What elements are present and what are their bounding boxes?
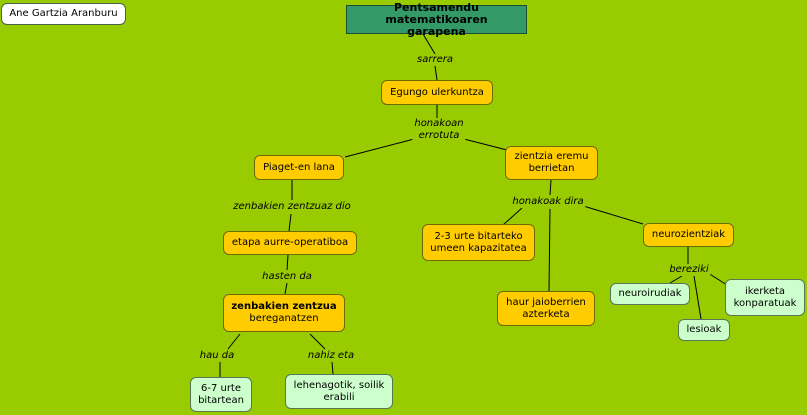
node-label-2: umeen kapazitatea (430, 242, 527, 254)
node-label-1: lehenagotik, soilik (293, 379, 385, 391)
title-line-1: Pentsamendu matematikoaren (385, 0, 488, 26)
node-zientzia-eremu[interactable]: zientzia eremu berrietan (505, 146, 598, 180)
node-label-2: azterketa (522, 308, 570, 320)
node-label-2: erabili (323, 391, 355, 403)
link-honakoak-dira: honakoak dira (510, 196, 586, 208)
node-piaget-en-lana[interactable]: Piaget-en lana (254, 155, 344, 180)
node-label-2: konparatuak (733, 297, 797, 309)
node-label: neurozientziak (651, 229, 726, 240)
node-lesioak[interactable]: lesioak (678, 319, 730, 341)
node-label-2: berrietan (528, 163, 575, 174)
link-hau-da: hau da (197, 350, 237, 362)
node-egungo-ulerkuntza[interactable]: Egungo ulerkuntza (381, 80, 493, 105)
node-neuroirudiak[interactable]: neuroirudiak (610, 283, 690, 305)
node-label: neuroirudiak (618, 288, 682, 299)
node-2-3-urte[interactable]: 2-3 urte bitarteko umeen kapazitatea (422, 224, 535, 261)
link-nahiz-eta: nahiz eta (305, 350, 357, 362)
title-line-2: garapena (407, 24, 466, 38)
node-6-7-urte[interactable]: 6-7 urte bitartean (190, 377, 252, 412)
link-bereziki: bereziki (667, 264, 711, 276)
node-etapa-aurre-operatiboa[interactable]: etapa aurre-operatiboa (223, 231, 357, 255)
link-sarrera: sarrera (415, 54, 455, 66)
link-hasten-da: hasten da (260, 271, 314, 283)
node-label-1: zientzia eremu (514, 151, 589, 162)
node-lehenagotik[interactable]: lehenagotik, soilik erabili (285, 374, 393, 409)
node-ikerketa-konparatuak[interactable]: ikerketa konparatuak (725, 279, 805, 316)
author-box: Ane Gartzia Aranburu (1, 3, 126, 25)
node-label-2: bitartean (198, 394, 244, 406)
author-name: Ane Gartzia Aranburu (9, 8, 118, 19)
node-label-1: haur jaioberrien (506, 296, 586, 308)
title-node[interactable]: Pentsamendu matematikoaren garapena (346, 0, 527, 37)
node-label-1: ikerketa (744, 285, 786, 297)
node-label-2: bereganatzen (249, 313, 319, 324)
node-neurozientziak[interactable]: neurozientziak (643, 223, 734, 247)
node-label: Egungo ulerkuntza (390, 86, 484, 98)
node-label: Piaget-en lana (263, 161, 335, 173)
link-zenbakien-zentzuaz-dio: zenbakien zentzuaz dio (231, 201, 353, 213)
node-label-1: 6-7 urte (200, 382, 242, 394)
node-zenbakien-zentzua[interactable]: zenbakien zentzua bereganatzen (223, 294, 345, 332)
node-label-1: zenbakien zentzua (231, 301, 337, 312)
node-label: lesioak (686, 324, 722, 335)
link-honakoan-errotuta: honakoan errotuta (412, 118, 466, 142)
node-label-1: 2-3 urte bitarteko (434, 230, 523, 242)
node-label: etapa aurre-operatiboa (231, 237, 349, 248)
node-haur-jaioberrien[interactable]: haur jaioberrien azterketa (497, 291, 595, 326)
